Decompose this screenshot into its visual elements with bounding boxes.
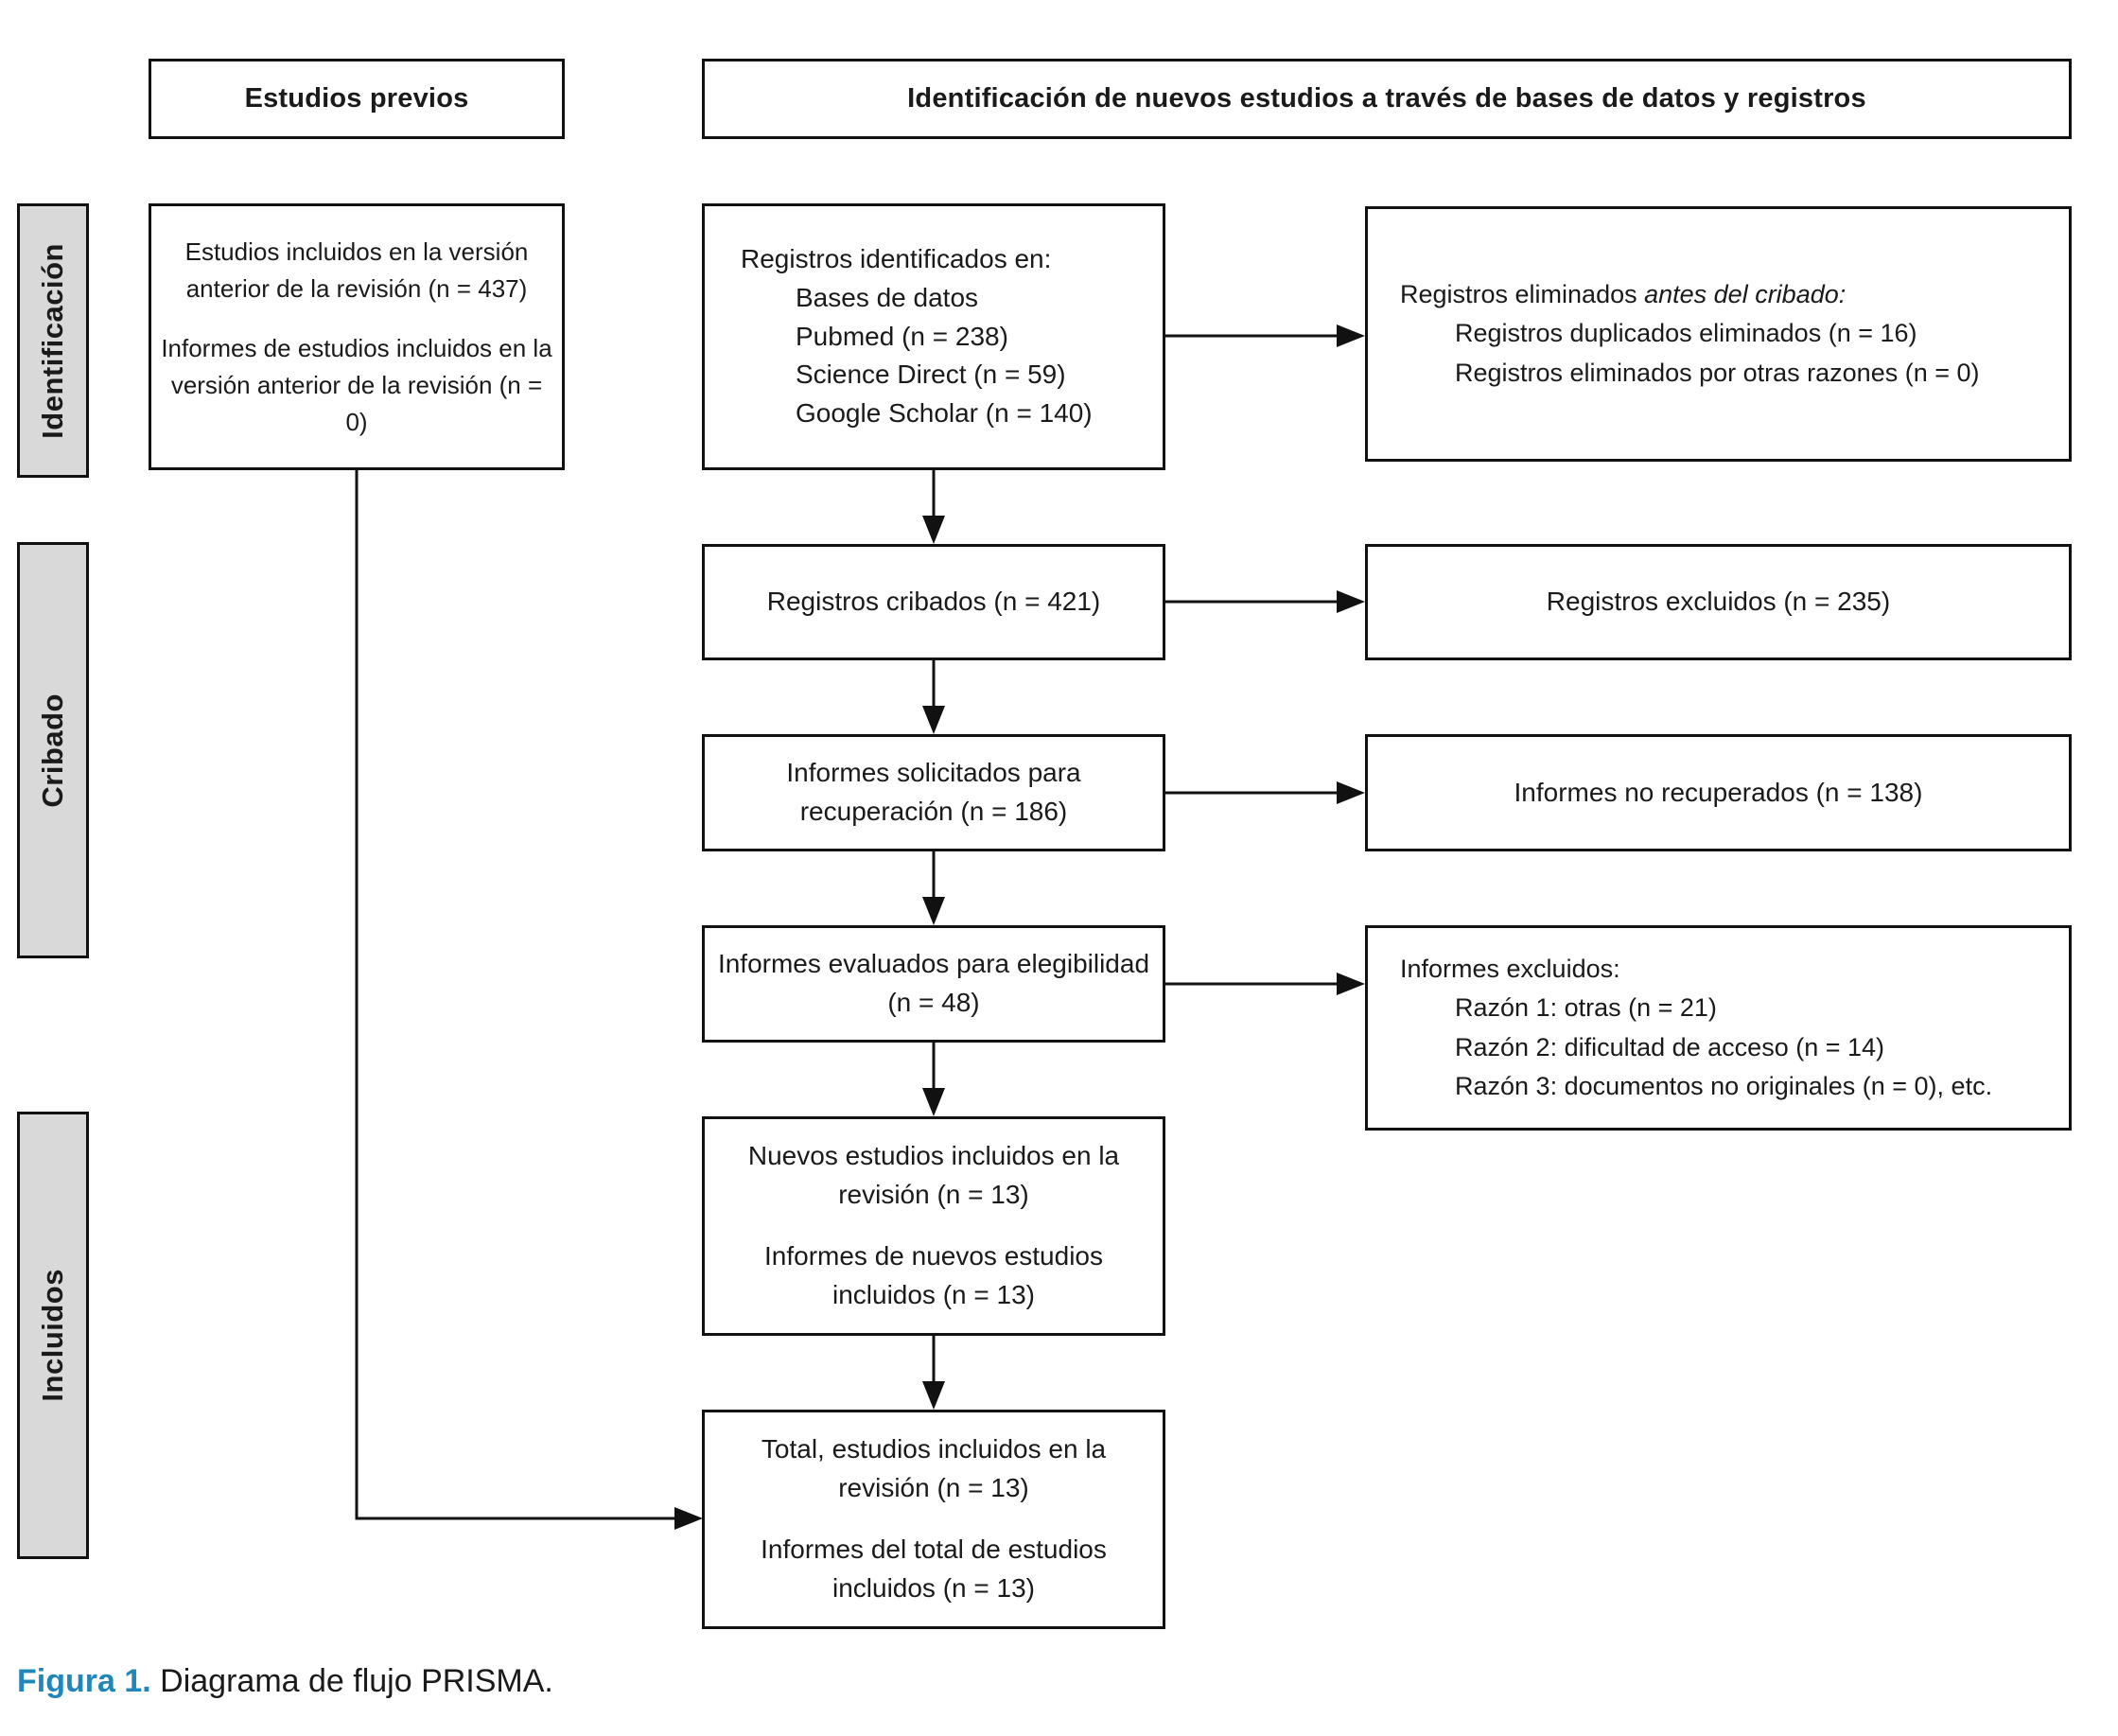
box-records-identified: Registros identificados en: Bases de dat… [702,203,1165,470]
figure-caption: Figura 1. Diagrama de flujo PRISMA. [17,1663,553,1700]
records-removed-title-italic: antes del cribado: [1644,280,1847,309]
stage-label-included-text: Incluidos [36,1269,69,1402]
records-identified-item: Google Scholar (n = 140) [796,398,1093,429]
reports-excluded-item: Razón 1: otras (n = 21) [1455,993,1717,1023]
reports-excluded-title: Informes excluidos: [1400,955,1620,984]
records-screened-text: Registros cribados (n = 421) [766,587,1101,617]
figure-caption-label: Figura 1. [17,1663,151,1699]
reports-excluded-item: Razón 3: documentos no originales (n = 0… [1455,1071,1993,1100]
records-identified-item: Science Direct (n = 59) [796,359,1066,390]
box-new-studies-included: Nuevos estudios incluidos en la revisión… [702,1116,1165,1336]
figure-caption-text: Diagrama de flujo PRISMA. [160,1663,553,1699]
stage-label-identification: Identificación [17,203,89,478]
box-records-excluded: Registros excluidos (n = 235) [1365,544,2072,660]
previous-included-line2: Informes de estudios incluidos en la ver… [161,333,552,436]
new-studies-included-line2: Informes de nuevos estudios incluidos (n… [764,1241,1103,1309]
records-removed-item: Registros eliminados por otras razones (… [1455,358,1980,387]
stage-label-screening-text: Cribado [36,693,69,808]
box-reports-sought: Informes solicitados para recuperación (… [702,734,1165,851]
stage-label-identification-text: Identificación [36,242,69,439]
records-removed-title-plain: Registros eliminados [1400,280,1645,309]
reports-excluded-item: Razón 2: dificultad de acceso (n = 14) [1455,1032,1885,1061]
header-previous-studies: Estudios previos [149,59,565,139]
new-studies-included-line1: Nuevos estudios incluidos en la revisión… [747,1141,1120,1210]
box-reports-not-retrieved: Informes no recuperados (n = 138) [1365,734,2072,851]
arrow-previous-to-total [355,470,703,1530]
records-identified-title: Registros identificados en: [741,243,1052,273]
box-reports-excluded: Informes excluidos: Razón 1: otras (n = … [1365,925,2072,1131]
header-new-studies-label: Identificación de nuevos estudios a trav… [907,83,1866,114]
records-excluded-text: Registros excluidos (n = 235) [1546,587,1891,617]
box-records-removed: Registros eliminados antes del cribado: … [1365,206,2072,462]
previous-included-line1: Estudios incluidos en la versión anterio… [184,237,529,303]
total-included-line1: Total, estudios incluidos en la revisión… [761,1434,1107,1503]
stage-label-included: Incluidos [17,1112,89,1559]
box-total-included: Total, estudios incluidos en la revisión… [702,1410,1165,1629]
records-removed-item: Registros duplicados eliminados (n = 16) [1455,319,1917,348]
box-previous-included: Estudios incluidos en la versión anterio… [149,203,565,470]
reports-not-retrieved-text: Informes no recuperados (n = 138) [1514,777,1923,807]
reports-sought-text: Informes solicitados para recuperación (… [786,758,1081,826]
reports-assessed-text: Informes evaluados para elegibilidad (n … [717,949,1150,1017]
box-records-screened: Registros cribados (n = 421) [702,544,1165,660]
header-new-studies: Identificación de nuevos estudios a trav… [702,59,2072,139]
stage-label-screening: Cribado [17,542,89,958]
records-removed-title: Registros eliminados antes del cribado: [1400,275,1846,314]
records-identified-item: Bases de datos [796,282,979,312]
total-included-line2: Informes del total de estudios incluidos… [761,1534,1107,1603]
box-reports-assessed: Informes evaluados para elegibilidad (n … [702,925,1165,1043]
header-previous-studies-label: Estudios previos [244,83,469,114]
records-identified-item: Pubmed (n = 238) [796,321,1008,351]
